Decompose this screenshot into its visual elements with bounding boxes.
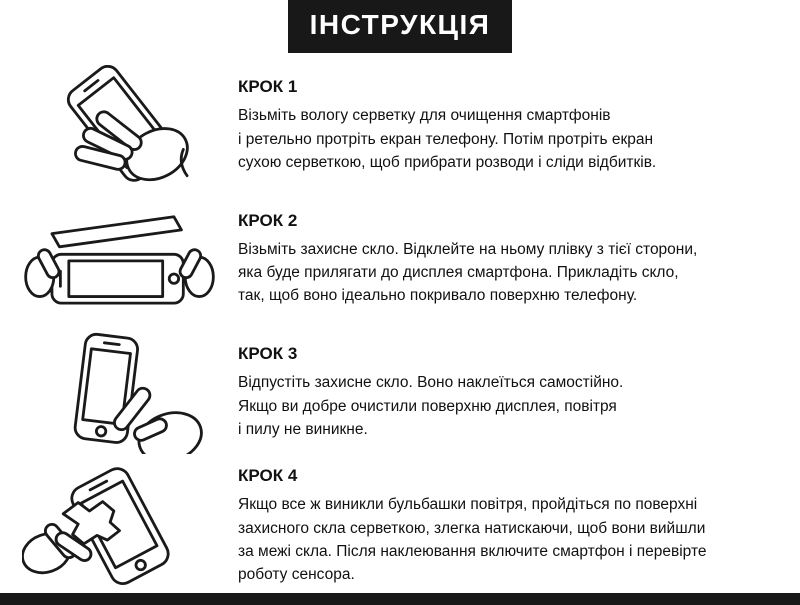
step1-illustration xyxy=(0,64,238,187)
step3-illustration xyxy=(0,332,238,454)
peel-film-from-glass-icon xyxy=(23,215,215,305)
step2-text-block: КРОК 2 Візьміть захисне скло. Відклейте … xyxy=(238,211,800,308)
step1-text-block: КРОК 1 Візьміть вологу серветку для очищ… xyxy=(238,77,800,174)
step-row-3: КРОК 3 Відпустіть захисне скло. Воно нак… xyxy=(0,326,800,460)
step-row-1: КРОК 1 Візьміть вологу серветку для очищ… xyxy=(0,59,800,193)
steps-list: КРОК 1 Візьміть вологу серветку для очищ… xyxy=(0,53,800,593)
hand-wiping-phone-icon xyxy=(66,64,189,182)
step-text: Якщо все ж виникли бульбашки повітря, пр… xyxy=(238,496,707,583)
step-text: Візьміть вологу серветку для очищення см… xyxy=(238,107,657,171)
step-row-2: КРОК 2 Візьміть захисне скло. Відклейте … xyxy=(0,193,800,327)
hand-smoothing-bubbles-icon xyxy=(21,467,170,586)
bottom-bar xyxy=(0,593,800,605)
step4-illustration xyxy=(0,465,238,587)
step-heading: КРОК 2 xyxy=(238,210,298,230)
step3-text-block: КРОК 3 Відпустіть захисне скло. Воно нак… xyxy=(238,344,800,441)
step-heading: КРОК 1 xyxy=(238,77,298,97)
step-heading: КРОК 3 xyxy=(238,344,298,364)
step-heading: КРОК 4 xyxy=(238,466,298,486)
step-row-4: КРОК 4 Якщо все ж виникли бульбашки пові… xyxy=(0,460,800,594)
step2-illustration xyxy=(0,198,238,320)
step4-text-block: КРОК 4 Якщо все ж виникли бульбашки пові… xyxy=(238,466,800,586)
title-banner: ІНСТРУКЦІЯ xyxy=(287,0,513,53)
page-title: ІНСТРУКЦІЯ xyxy=(309,9,491,40)
step-text: Візьміть захисне скло. Відклейте на ньом… xyxy=(238,240,698,305)
step-text: Відпустіть захисне скло. Воно наклеїться… xyxy=(238,374,624,438)
finger-press-phone-icon xyxy=(73,332,203,454)
